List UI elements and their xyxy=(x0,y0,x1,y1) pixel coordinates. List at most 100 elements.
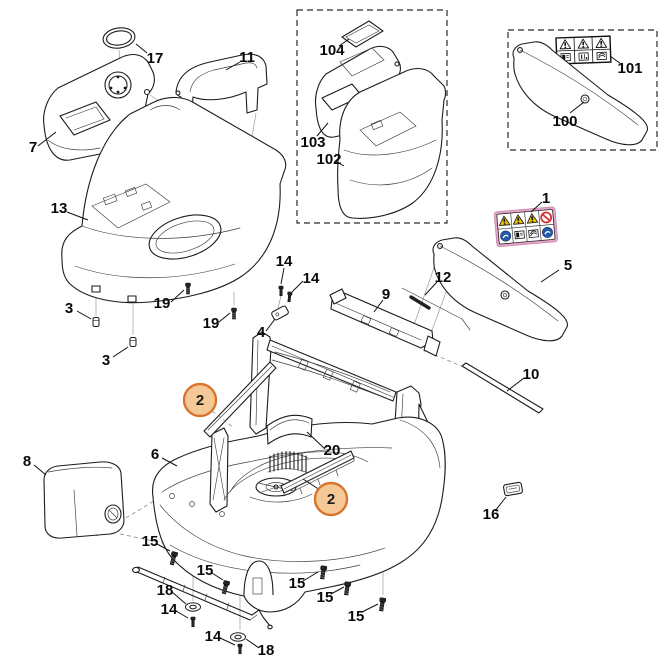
highlight-callout-2-b[interactable]: 2 xyxy=(302,478,349,517)
part-12-spring-wire xyxy=(401,287,471,331)
callout-label: 11 xyxy=(239,49,255,66)
part-104-sticker xyxy=(341,20,384,48)
variant-box-right xyxy=(507,29,658,151)
callout-10: 10 xyxy=(506,366,540,392)
callout-4: 4 xyxy=(257,318,276,341)
callout-label: 102 xyxy=(316,151,341,168)
callout-label: 14 xyxy=(205,628,222,645)
nut-3 xyxy=(129,337,137,347)
screw-19 xyxy=(231,307,237,320)
part-10-rod xyxy=(461,362,544,414)
callout-label: 14 xyxy=(276,253,293,270)
callout-label: 3 xyxy=(65,300,73,317)
callout-label: 15 xyxy=(289,575,306,592)
callout-label: 5 xyxy=(564,257,572,274)
callout-18-a: 18 xyxy=(157,582,187,605)
part-1-safety-sticker xyxy=(493,206,558,248)
callout-100: 100 xyxy=(552,101,585,130)
washer-18 xyxy=(185,602,201,612)
callout-15-c: 15 xyxy=(289,571,319,592)
callout-8: 8 xyxy=(23,453,47,476)
callout-6: 6 xyxy=(151,446,178,467)
part-4-clip xyxy=(271,305,289,321)
callout-label[interactable]: 2 xyxy=(196,392,204,409)
screw-14 xyxy=(286,291,293,303)
callout-3-b: 3 xyxy=(102,346,129,369)
callout-label: 1 xyxy=(542,190,550,207)
callout-label: 15 xyxy=(317,589,334,606)
callout-13: 13 xyxy=(51,200,89,221)
callout-19-b: 19 xyxy=(203,312,231,332)
maintenance-icon xyxy=(578,52,589,61)
callout-label: 10 xyxy=(523,366,540,383)
read-manual-icon xyxy=(514,230,525,240)
part-9-support-bracket xyxy=(329,288,441,357)
callout-label: 103 xyxy=(300,134,325,151)
callout-label: 14 xyxy=(161,601,178,618)
callout-label: 19 xyxy=(203,315,220,332)
screw-14 xyxy=(278,285,284,297)
callout-label: 4 xyxy=(257,324,266,341)
callout-11: 11 xyxy=(225,49,255,71)
callout-102: 102 xyxy=(316,151,345,168)
rotating-blade-icon xyxy=(596,51,607,61)
callout-5: 5 xyxy=(540,257,572,283)
callout-label[interactable]: 2 xyxy=(327,491,335,508)
callout-label: 15 xyxy=(348,608,365,625)
part-6-mower-deck xyxy=(151,331,446,613)
callout-label: 7 xyxy=(29,139,37,156)
callout-1: 1 xyxy=(530,190,550,213)
callout-label: 9 xyxy=(382,286,390,303)
callout-103: 103 xyxy=(300,122,329,151)
part-2-trim-strip-lower xyxy=(280,450,355,497)
callout-9: 9 xyxy=(373,286,390,313)
callout-label: 18 xyxy=(258,642,275,659)
callout-20: 20 xyxy=(306,431,340,459)
part-11-arch-cover xyxy=(175,53,268,116)
callout-15-a: 15 xyxy=(142,533,171,552)
callout-label: 3 xyxy=(102,352,110,369)
callout-15-d: 15 xyxy=(317,586,345,606)
part-100-deflector xyxy=(512,41,649,146)
callout-label: 6 xyxy=(151,446,159,463)
part-2-trim-strip-upper xyxy=(203,361,277,438)
callout-label: 8 xyxy=(23,453,31,470)
part-5-deflector xyxy=(432,237,569,342)
callout-14-b: 14 xyxy=(291,270,320,293)
callout-label: 101 xyxy=(617,60,642,77)
callout-14-d: 14 xyxy=(205,628,236,646)
callout-15-b: 15 xyxy=(197,562,224,581)
highlight-callout-2-a[interactable]: 2 xyxy=(182,382,235,429)
callout-label: 100 xyxy=(552,113,577,130)
callout-17: 17 xyxy=(135,43,163,67)
callout-label: 18 xyxy=(157,582,174,599)
callout-label: 14 xyxy=(303,270,320,287)
rotating-blade-icon xyxy=(528,229,539,239)
part-18-bar xyxy=(132,566,273,630)
callout-101: 101 xyxy=(609,55,643,77)
part-101-safety-label xyxy=(555,35,612,65)
screw-14 xyxy=(190,616,196,628)
callout-19-a: 19 xyxy=(154,289,185,312)
callout-14-c: 14 xyxy=(161,601,189,619)
callout-3-a: 3 xyxy=(65,300,92,320)
part-17-cap xyxy=(102,27,136,49)
callout-18-b: 18 xyxy=(245,638,275,659)
highlight-circle[interactable] xyxy=(182,382,218,418)
callout-label: 15 xyxy=(197,562,214,579)
screw-15 xyxy=(377,597,387,612)
callout-15-e: 15 xyxy=(348,603,379,625)
highlight-circle[interactable] xyxy=(313,481,349,517)
screw-14 xyxy=(237,643,243,655)
callout-16: 16 xyxy=(483,496,507,523)
part-8-front-cover xyxy=(43,461,125,539)
callout-label: 12 xyxy=(435,269,452,286)
prohibition-icon xyxy=(539,211,553,224)
washer-18 xyxy=(230,632,246,642)
callout-label: 16 xyxy=(483,506,500,523)
callout-label: 15 xyxy=(142,533,159,550)
part-13-upper-housing xyxy=(61,96,287,304)
callout-104: 104 xyxy=(319,38,350,59)
